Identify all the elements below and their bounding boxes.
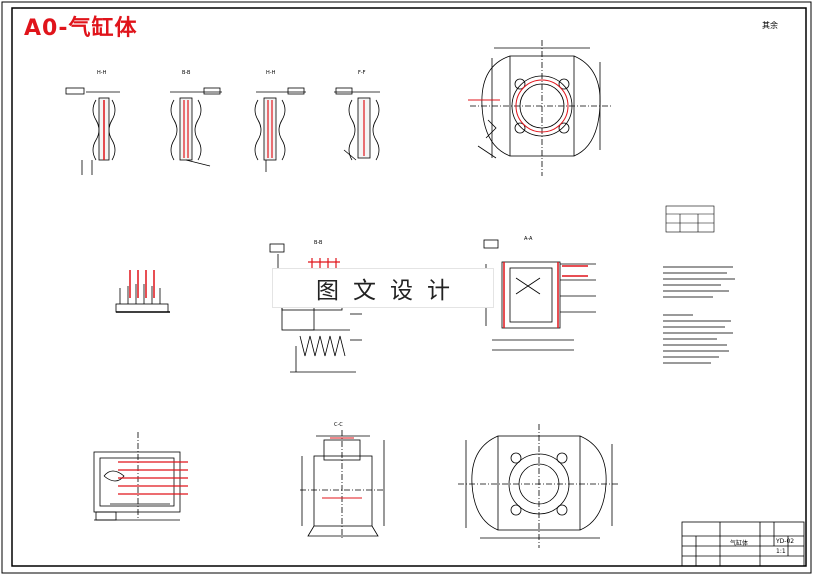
section-view-2 xyxy=(170,87,222,167)
section-label-6: A-A xyxy=(524,236,533,242)
section-label-4: F-F xyxy=(358,70,366,76)
section-view-4 xyxy=(334,87,380,161)
title-block-drawing-number: YD-02 xyxy=(776,538,795,545)
bottom-cc-view-red xyxy=(322,437,362,499)
left-middle-view xyxy=(115,270,170,313)
title-block-scale: 1:1 xyxy=(776,548,786,555)
technical-notes xyxy=(663,266,735,364)
top-main-view xyxy=(470,40,612,176)
section-label-3: H-H xyxy=(266,70,276,76)
parameter-table xyxy=(665,205,715,233)
section-label-2: B-B xyxy=(182,70,191,76)
bottom-left-view xyxy=(93,432,181,521)
section-view-3 xyxy=(254,87,306,172)
section-view-1 xyxy=(65,87,120,175)
center-aa-view-red xyxy=(503,262,588,328)
center-aa-view xyxy=(483,239,596,351)
roughness-note: 其余 xyxy=(762,21,778,30)
section-label-1: H-H xyxy=(97,70,107,76)
watermark-banner: 图文设计 xyxy=(272,268,494,308)
bottom-left-view-red xyxy=(118,461,188,495)
bottom-cc-view xyxy=(300,430,385,540)
section-label-5: B-B xyxy=(314,240,323,246)
bottom-right-view xyxy=(458,424,618,548)
top-main-view-hatch xyxy=(468,79,569,133)
center-bb-view-red xyxy=(308,258,340,268)
inner-frame xyxy=(11,7,807,567)
drawing-title: A0-气缸体 xyxy=(24,16,138,41)
section-label-7: C-C xyxy=(334,422,343,428)
center-bb-view xyxy=(269,243,362,373)
title-block-grid xyxy=(681,521,805,567)
title-block-part-name: 气缸体 xyxy=(730,540,749,547)
